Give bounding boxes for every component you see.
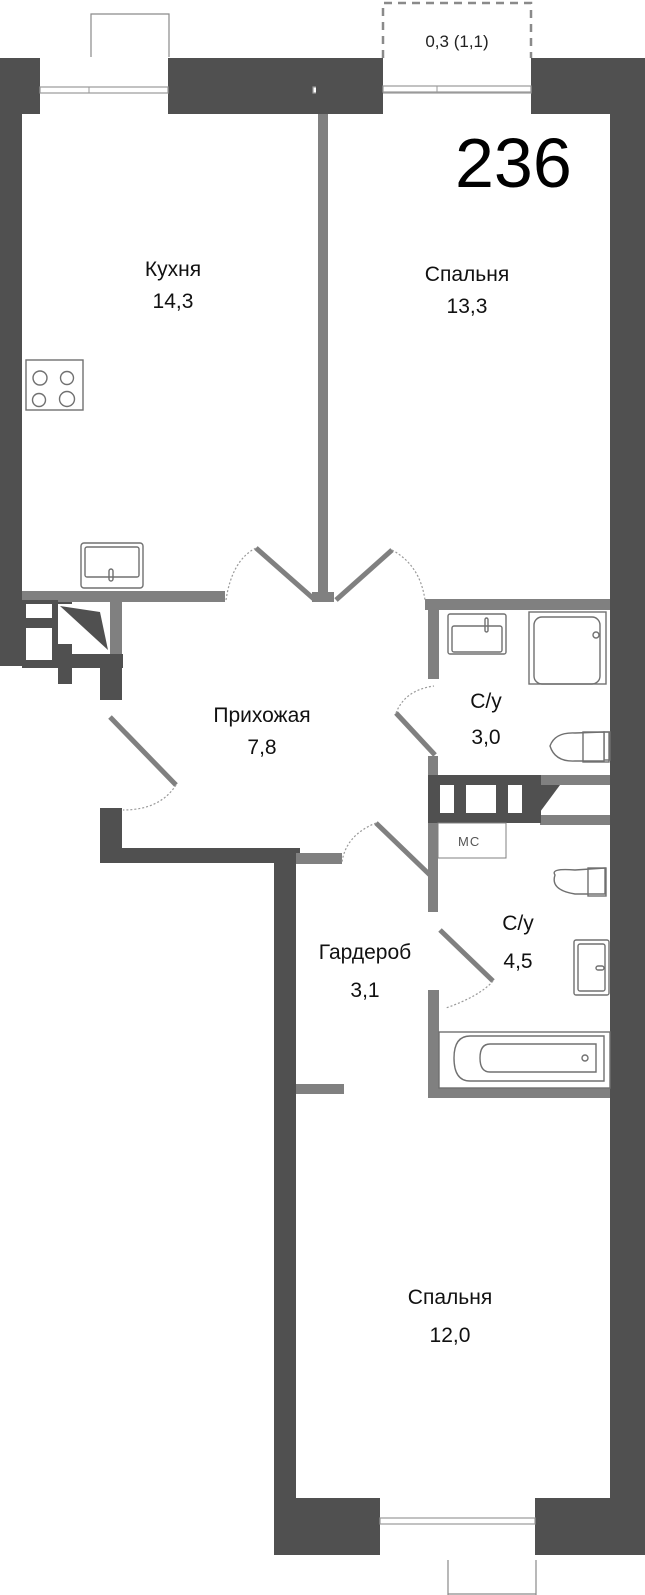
- door-icon: [438, 928, 495, 983]
- room-label-kitchen: Кухня 14,3: [145, 254, 201, 318]
- room-name: Прихожая: [213, 704, 311, 727]
- mc-box: [437, 822, 507, 859]
- shaft-icon: [22, 600, 560, 823]
- bathtub-icon: [438, 1031, 611, 1089]
- room-label-bedroom-1: Спальня 13,3: [425, 259, 509, 323]
- toilet-icon: [553, 867, 607, 897]
- room-label-bedroom-2: Спальня 12,0: [408, 1279, 492, 1355]
- toilet-icon: [549, 731, 611, 763]
- room-area: 14,3: [152, 290, 194, 313]
- room-label-wardrobe: Гардероб 3,1: [319, 934, 411, 1010]
- sink-icon: [80, 542, 144, 589]
- room-label-hallway: Прихожая 7,8: [213, 700, 310, 764]
- sink-icon: [447, 613, 507, 655]
- mc-label: МС: [458, 834, 481, 849]
- doors: [108, 546, 495, 1009]
- room-name: Спальня: [407, 1286, 493, 1309]
- room-name: С/у: [502, 912, 534, 935]
- door-icon: [334, 548, 394, 602]
- window-icon: [39, 86, 169, 94]
- exterior-walls: [0, 58, 645, 1555]
- room-name: Кухня: [144, 258, 202, 281]
- door-icon: [374, 821, 434, 879]
- room-label-bathroom-2: С/у 4,5: [502, 905, 534, 981]
- room-area: 3,0: [471, 726, 501, 749]
- room-name: Спальня: [424, 263, 510, 286]
- kitchen-window-sill: [90, 13, 170, 57]
- balcony-area-label: 0,3 (1,1): [425, 32, 489, 51]
- room-name: С/у: [470, 690, 502, 713]
- door-icon: [108, 715, 178, 787]
- room-area: 7,8: [247, 736, 277, 759]
- room-area: 12,0: [429, 1324, 471, 1347]
- door-icon: [394, 711, 437, 757]
- room-area: 4,5: [503, 950, 533, 973]
- room-label-bathroom-1: С/у 3,0: [470, 684, 502, 756]
- shower-icon: [528, 611, 607, 685]
- room-name: Гардероб: [318, 941, 412, 964]
- window-icon: [379, 1517, 536, 1525]
- sink-icon: [573, 939, 610, 996]
- interior-partitions: [22, 114, 610, 1098]
- stove-icon: [25, 359, 84, 411]
- room-area: 3,1: [350, 979, 380, 1002]
- apartment-number: 236: [455, 124, 572, 202]
- door-icon: [254, 546, 317, 602]
- balcony-outline: [381, 1, 533, 58]
- room-area: 13,3: [446, 295, 488, 318]
